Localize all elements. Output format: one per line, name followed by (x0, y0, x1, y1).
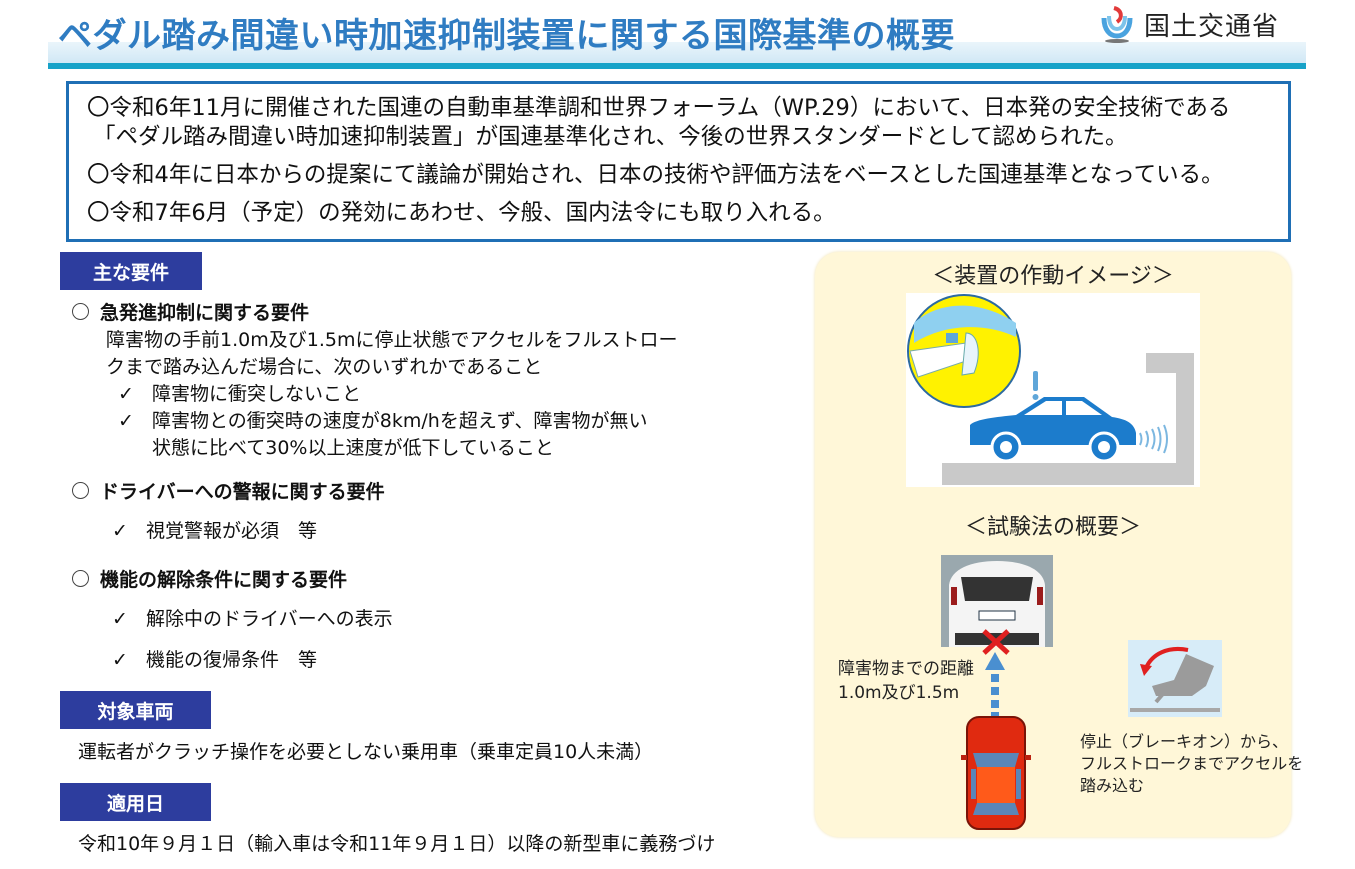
ministry-logo: 国土交通省 (1098, 4, 1279, 44)
ministry-name: 国土交通省 (1144, 11, 1280, 42)
summary-line-2: 〇令和4年に日本からの提案にて議論が開始され、日本の技術や評価方法をベースとした… (87, 162, 1224, 188)
requirement-body: クまで踏み込んだ場合に、次のいずれかであること (106, 356, 543, 378)
check-item: ✓ 障害物に衝突しないこと (118, 381, 678, 408)
requirement-heading: 機能の解除条件に関する要件 (72, 565, 393, 592)
car-side-icon (970, 397, 1136, 463)
operation-illustration (906, 293, 1200, 487)
check-item: ✓ 解除中のドライバーへの表示 (112, 606, 393, 633)
pedal-label-line-2: フルストロークまでアクセルを (1080, 754, 1304, 773)
circle-bullet-icon (72, 303, 89, 320)
collision-x-icon (982, 629, 1010, 655)
pedal-label-line-3: 踏み込む (1080, 776, 1145, 795)
requirement-body: 障害物の手前1.0m及び1.5mに停止状態でアクセルをフルストロー (106, 329, 678, 351)
summary-box: 〇令和6年11月に開催された国連の自動車基準調和世界フォーラム（WP.29）にお… (66, 81, 1291, 242)
test-vehicle-top-icon (961, 716, 1031, 830)
wall-icon (942, 353, 1194, 485)
sensor-waves-icon (1139, 424, 1168, 454)
summary-line-1-cont: 「ペダル踏み間違い時加速抑制装置」が国連基準化され、今後の世界スタンダードとして… (93, 124, 1128, 150)
section-label-main-requirements: 主な要件 (60, 252, 202, 290)
pedal-label-line-1: 停止（ブレーキオン）から、 (1080, 732, 1289, 751)
check-icon: ✓ (118, 383, 134, 405)
target-vehicle-photo (941, 555, 1053, 647)
requirement-heading: ドライバーへの警報に関する要件 (72, 477, 385, 504)
requirement-driver-warning: ドライバーへの警報に関する要件 ✓ 視覚警報が必須 等 (72, 477, 385, 545)
header-accent-line (48, 63, 1306, 69)
requirement-sudden-start: 急発進抑制に関する要件 障害物の手前1.0m及び1.5mに停止状態でアクセルをフ… (72, 298, 678, 462)
boot-icon (1152, 654, 1214, 696)
pedal-illustration (1128, 640, 1222, 717)
summary-line-3: 〇令和7年6月（予定）の発効にあわせ、今般、国内法令にも取り入れる。 (87, 200, 836, 226)
distance-label-line-2: 1.0m及び1.5m (838, 683, 960, 703)
test-method-title: ＜試験法の概要＞ (964, 515, 1141, 540)
curved-arrow-icon (1144, 647, 1189, 669)
page-title: ペダル踏み間違い時加速抑制装置に関する国際基準の概要 (58, 16, 955, 56)
foot-on-pedal-icon (907, 294, 1021, 408)
application-date-text: 令和10年９月１日（輸入車は令和11年９月１日）以降の新型車に義務づけ (78, 833, 716, 855)
check-icon: ✓ (118, 410, 134, 432)
check-item: ✓ 機能の復帰条件 等 (112, 647, 393, 674)
page-header: ペダル踏み間違い時加速抑制装置に関する国際基準の概要 国土交通省 (0, 0, 1355, 72)
check-icon: ✓ (112, 520, 128, 542)
section-label-target-vehicles: 対象車両 (60, 691, 211, 729)
warning-exclamation-icon (1032, 371, 1039, 400)
target-vehicles-text: 運転者がクラッチ操作を必要としない乗用車（乗車定員10人未満） (78, 741, 654, 763)
distance-label-line-1: 障害物までの距離 (838, 659, 974, 679)
distance-arrow-icon (985, 652, 1005, 718)
section-label-application-date: 適用日 (60, 783, 211, 821)
mlit-logo-icon (1101, 6, 1133, 43)
operation-image-title: ＜装置の作動イメージ＞ (932, 264, 1174, 289)
requirement-deactivation: 機能の解除条件に関する要件 ✓ 解除中のドライバーへの表示 ✓ 機能の復帰条件 … (72, 565, 393, 674)
header-band (48, 42, 1306, 64)
check-icon: ✓ (112, 608, 128, 630)
illustration-panel: ＜装置の作動イメージ＞ (815, 252, 1303, 837)
circle-bullet-icon (72, 570, 89, 587)
summary-line-1: 〇令和6年11月に開催された国連の自動車基準調和世界フォーラム（WP.29）にお… (87, 95, 1231, 121)
requirement-heading: 急発進抑制に関する要件 (72, 298, 678, 325)
check-item: ✓ 障害物との衝突時の速度が8km/hを超えず、障害物が無い 状態に比べて30%… (118, 408, 678, 462)
circle-bullet-icon (72, 482, 89, 499)
check-icon: ✓ (112, 649, 128, 671)
check-item: ✓ 視覚警報が必須 等 (112, 518, 385, 545)
